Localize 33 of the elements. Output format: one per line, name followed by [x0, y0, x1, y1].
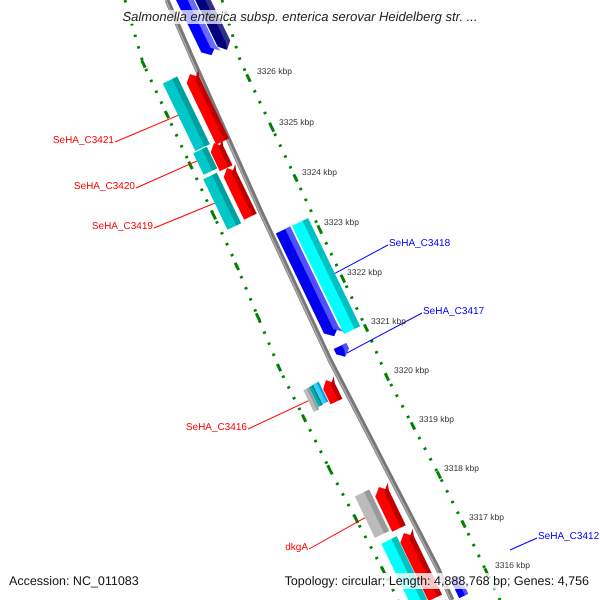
- leader-line: [510, 538, 538, 550]
- leader-line: [334, 244, 388, 274]
- gene-label: SeHA_C3420: [74, 180, 135, 194]
- gene-label: SeHA_C3418: [389, 237, 450, 251]
- gene-feature: [323, 376, 342, 404]
- gene-label: SeHA_C3417: [423, 305, 484, 319]
- leader-line: [346, 312, 422, 354]
- scale-label: 3324 kbp: [302, 166, 337, 179]
- leader-line: [114, 114, 179, 142]
- gene-label: SeHA_C3412: [538, 530, 600, 544]
- scale-label: 3325 kbp: [279, 116, 314, 129]
- gene-label: dkgA: [285, 541, 308, 555]
- scale-label: 3316 kbp: [495, 559, 530, 572]
- gene-feature: [375, 482, 406, 532]
- scale-label: 3317 kbp: [469, 511, 504, 524]
- scale-label: 3321 kbp: [371, 315, 406, 328]
- gene-feature: [186, 70, 229, 145]
- gene-feature: [210, 139, 232, 172]
- scale-label: 3320 kbp: [394, 364, 429, 377]
- gene-feature: [224, 164, 257, 220]
- leader-line: [248, 400, 309, 430]
- scale-label: 3318 kbp: [444, 462, 479, 475]
- scale-label: 3322 kbp: [347, 266, 382, 279]
- scale-label: 3319 kbp: [419, 413, 454, 426]
- gene-feature: [334, 343, 349, 357]
- gene-label: SeHA_C3416: [186, 421, 247, 435]
- scale-label: 3323 kbp: [324, 216, 359, 229]
- gene-label: SeHA_C3421: [52, 134, 114, 148]
- leader-line: [308, 517, 366, 550]
- leader-line: [154, 202, 216, 228]
- gene-label: SeHA_C3419: [92, 220, 153, 234]
- scale-label: 3326 kbp: [257, 65, 292, 78]
- leader-line: [136, 160, 198, 188]
